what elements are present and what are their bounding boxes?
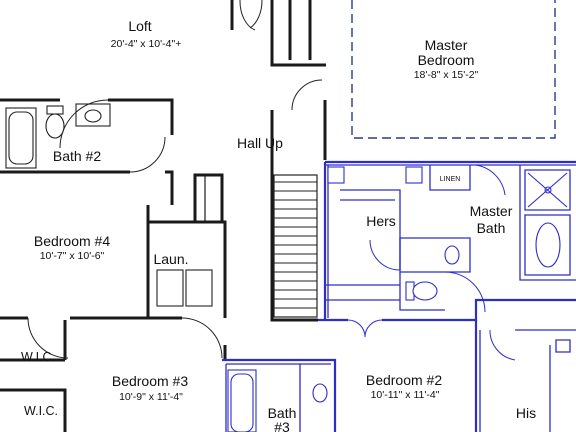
labels: Loft 20'-4" x 10'-4"+ Master Bedroom 18'… <box>21 18 536 432</box>
hall-up-label: Hall Up <box>237 135 283 151</box>
bedroom4-label: Bedroom #4 <box>34 233 110 249</box>
bedroom3-label: Bedroom #3 <box>112 373 188 389</box>
loft-label: Loft <box>128 18 151 34</box>
wic2-label: W.I.C. <box>24 404 58 418</box>
master-bedroom-outline <box>351 0 556 139</box>
bedroom2-label: Bedroom #2 <box>366 372 442 388</box>
master-bedroom-label-2: Bedroom <box>418 52 475 68</box>
stair-frame <box>273 174 318 318</box>
bedroom2-dims: 10'-11" x 11'-4" <box>371 389 440 401</box>
wic1-label: W.I.C. <box>21 350 55 364</box>
master-bath-label-1: Master <box>470 203 513 219</box>
bath3-label-2: #3 <box>274 419 290 432</box>
walls <box>0 0 327 432</box>
loft-dims: 20'-4" x 10'-4"+ <box>111 38 182 50</box>
hers-label: Hers <box>366 213 396 229</box>
master-bath-label-2: Bath <box>477 220 506 236</box>
fixtures <box>5 103 568 432</box>
bath2-label: Bath #2 <box>53 148 101 164</box>
master-bedroom-label-1: Master <box>425 37 468 53</box>
bath3-label-1: Bath <box>268 405 297 421</box>
bedroom4-dims: 10'-7" x 10'-6" <box>40 250 105 262</box>
laundry-label: Laun. <box>153 251 188 267</box>
doors <box>27 0 516 361</box>
master-bedroom-dims: 18'-8" x 15'-2" <box>414 69 479 81</box>
master-suite-walls <box>222 160 576 432</box>
linen-label: LINEN <box>440 176 461 183</box>
bedroom3-dims: 10'-9" x 11'-4" <box>119 391 183 403</box>
his-label: His <box>516 405 536 421</box>
stairs <box>273 174 318 318</box>
